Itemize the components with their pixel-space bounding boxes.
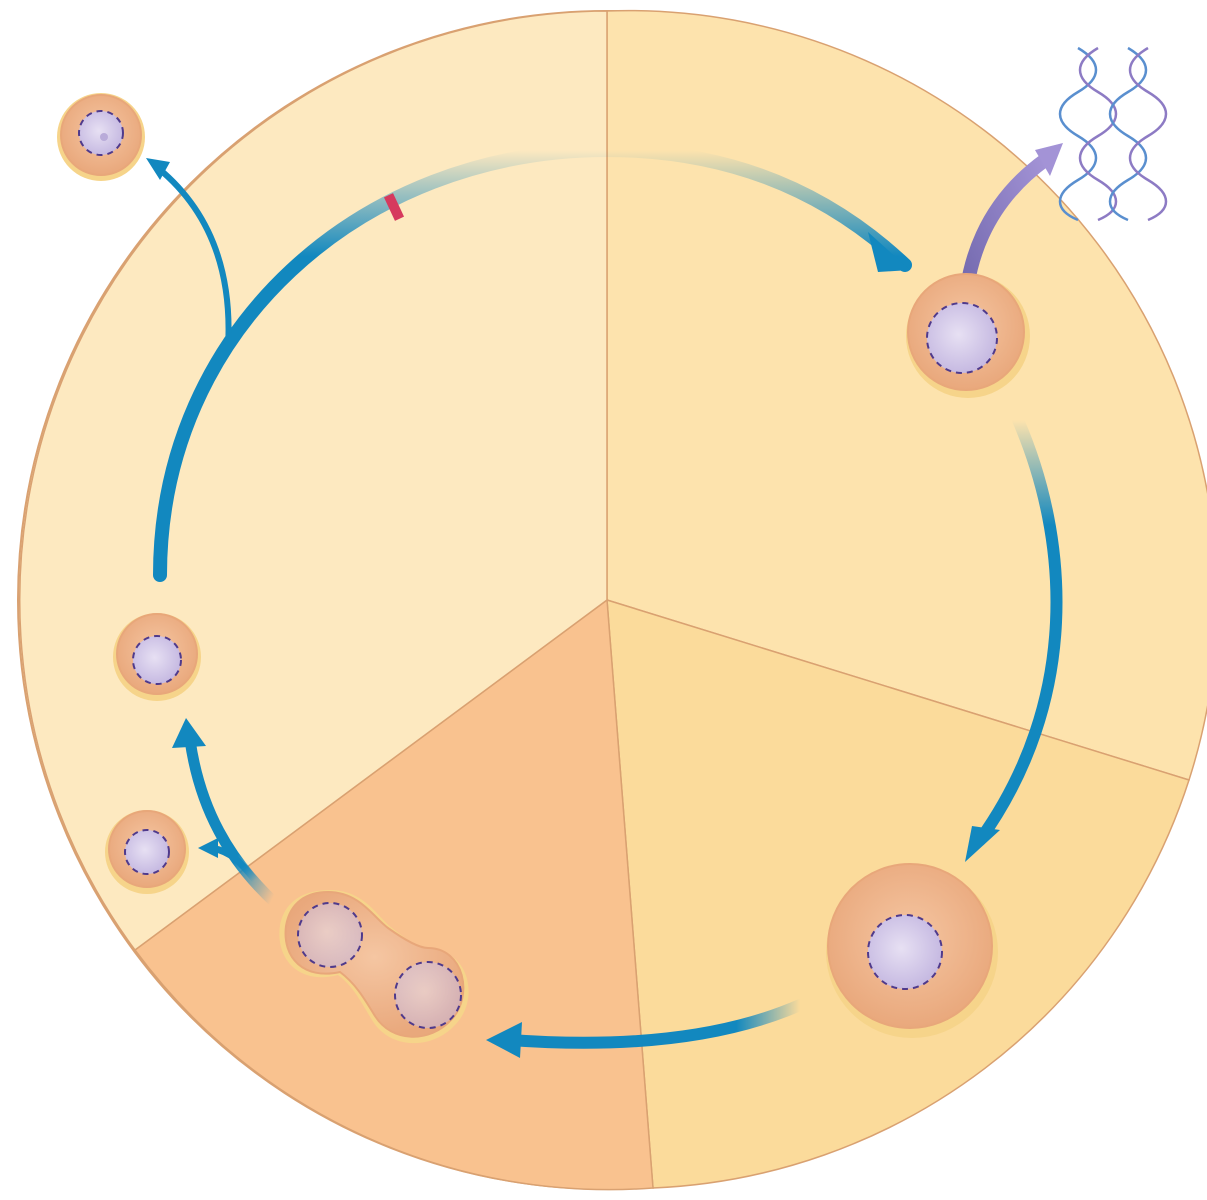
cycle-arrow-icon	[153, 142, 912, 582]
sector-left	[18, 10, 608, 952]
cell-icon-g0	[57, 93, 145, 181]
cycle-wheel	[17, 9, 1207, 1191]
cell-icon-g1	[113, 613, 201, 701]
cycle-arrow-right-icon	[974, 414, 1063, 846]
dna-double-helix-icon	[1108, 46, 1168, 222]
exit-arrowhead-icon	[146, 158, 170, 180]
cell-icon-s-phase	[906, 273, 1030, 398]
cycle-arrowhead-left-icon	[172, 718, 206, 748]
cycle-arrowhead-right-icon	[965, 826, 1000, 862]
cycle-arrow-bottom-icon	[504, 999, 806, 1049]
daughter-arrowhead-icon	[198, 838, 218, 858]
cycle-arrowhead-icon	[868, 232, 910, 272]
cycle-arrow-left-icon	[184, 734, 278, 906]
cell-icon-dividing	[279, 890, 469, 1044]
dna-arrowhead-icon	[1035, 143, 1063, 176]
dna-double-helix-icon	[1058, 46, 1118, 222]
cell-icon-g2	[826, 863, 998, 1038]
exit-arrow-icon	[155, 165, 232, 351]
cycle-arrowhead-bottom-icon	[486, 1022, 522, 1058]
restriction-checkpoint-marker	[383, 193, 405, 221]
cell-icon-daughter	[105, 810, 189, 894]
